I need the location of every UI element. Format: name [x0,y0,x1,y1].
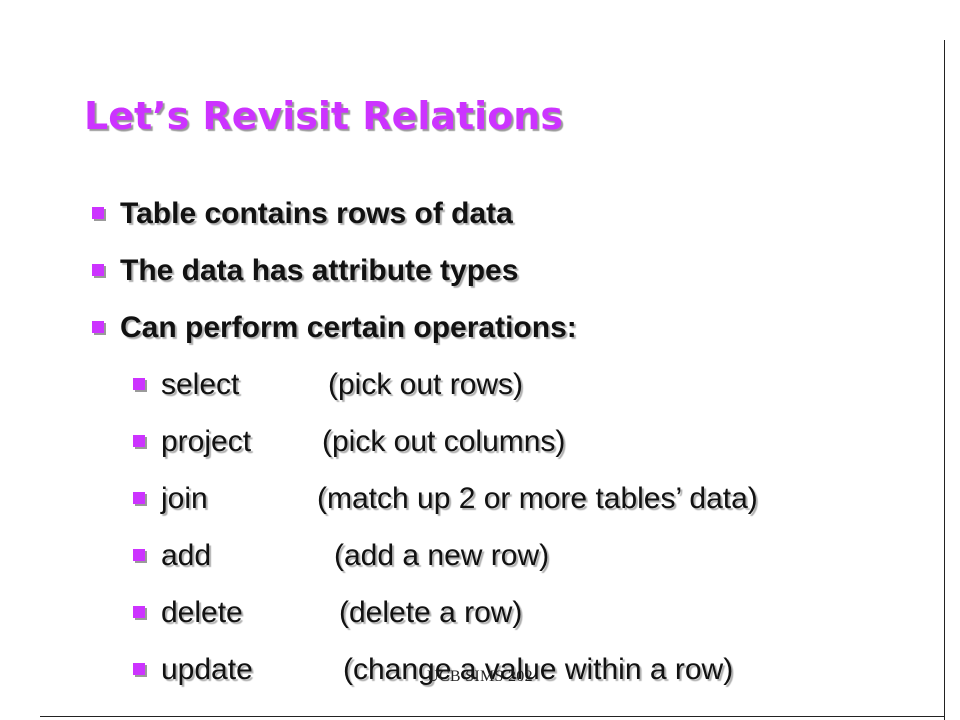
square-bullet-icon [92,264,104,276]
square-bullet-icon [133,606,145,618]
sub-bullet-add: add (add a new row) [133,534,758,591]
bullet-item-attribute-types: The data has attribute types [92,249,758,306]
operation-description: (add a new row) [334,539,550,572]
bottom-border-line [40,716,945,717]
operation-description: (pick out columns) [322,425,566,458]
sub-bullet-join: join (match up 2 or more tables’ data) [133,477,758,534]
operation-name: join [161,482,208,515]
bullet-text: The data has attribute types [120,254,519,287]
square-bullet-icon [133,492,145,504]
square-bullet-icon [92,321,104,333]
bullet-text: Can perform certain operations: [120,311,577,344]
operation-description: (delete a row) [339,596,523,629]
operation-name: select [161,368,240,401]
operation-name: update [161,653,253,686]
operation-description: (change a value within a row) [343,653,734,686]
operation-name: add [161,539,212,572]
slide-title: Let’s Revisit Relations [84,94,563,138]
bullet-item-table-rows: Table contains rows of data [92,192,758,249]
operation-description: (match up 2 or more tables’ data) [317,482,758,515]
slide-footer: UCB SIMS 202 [427,668,533,685]
square-bullet-icon [133,435,145,447]
operation-description: (pick out rows) [328,368,524,401]
bullet-item-operations: Can perform certain operations: [92,306,758,363]
square-bullet-icon [133,378,145,390]
square-bullet-icon [133,663,145,675]
square-bullet-icon [92,207,104,219]
sub-bullet-delete: delete (delete a row) [133,591,758,648]
sub-bullet-select: select (pick out rows) [133,363,758,420]
square-bullet-icon [133,549,145,561]
sub-bullet-project: project (pick out columns) [133,420,758,477]
bullet-text: Table contains rows of data [120,197,513,230]
operation-name: delete [161,596,243,629]
bullet-list: Table contains rows of data The data has… [92,192,758,705]
operation-name: project [161,425,252,458]
right-border-line [944,40,945,720]
sub-bullet-update: update (change a value within a row) [133,648,758,705]
